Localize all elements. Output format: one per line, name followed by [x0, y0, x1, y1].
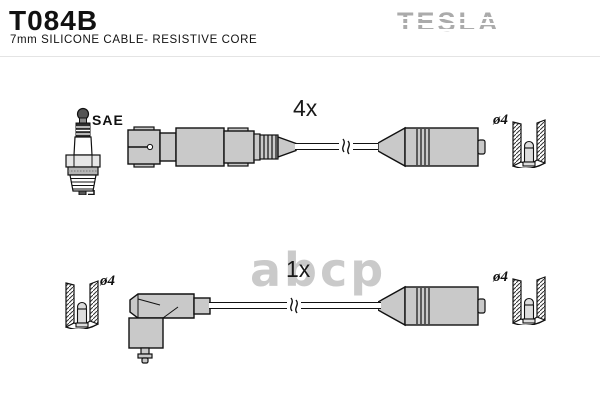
cable-break-symbol [339, 138, 353, 156]
watermark: abcp [250, 243, 387, 297]
bottom-quantity-label: 1x [286, 256, 311, 282]
product-subtitle: 7mm SILICONE CABLE- RESISTIVE CORE [10, 34, 258, 46]
part-number: T084B [9, 5, 99, 36]
brand-logo: TESLA [395, 7, 503, 37]
terminal-cup-section-drawing-bottom-left [65, 280, 99, 329]
terminal-cup-section-drawing-bottom-right [512, 276, 546, 325]
sae-label: SAE [92, 112, 124, 128]
logo-stripe [395, 29, 503, 31]
header-separator-line [0, 56, 600, 57]
terminal-cup-section-drawing-top [512, 119, 546, 168]
spark-plug-drawing [65, 107, 101, 195]
logo-stripe [395, 17, 503, 19]
terminal-diameter-label-top: ø4 [493, 112, 508, 128]
logo-stripe [395, 23, 503, 25]
brand-logo-text: TESLA [397, 7, 501, 37]
terminal-diameter-label-bottom-right: ø4 [493, 269, 508, 285]
cable-wire [295, 143, 381, 150]
angled-plug-boot-drawing [128, 293, 211, 364]
straight-plug-boot-drawing [127, 126, 297, 168]
cable-break-symbol [287, 297, 301, 315]
distributor-end-connector-drawing [378, 126, 486, 168]
top-quantity-label: 4x [293, 95, 318, 121]
distributor-end-connector-drawing-bottom [378, 285, 486, 327]
terminal-diameter-label-bottom-left: ø4 [100, 273, 115, 289]
